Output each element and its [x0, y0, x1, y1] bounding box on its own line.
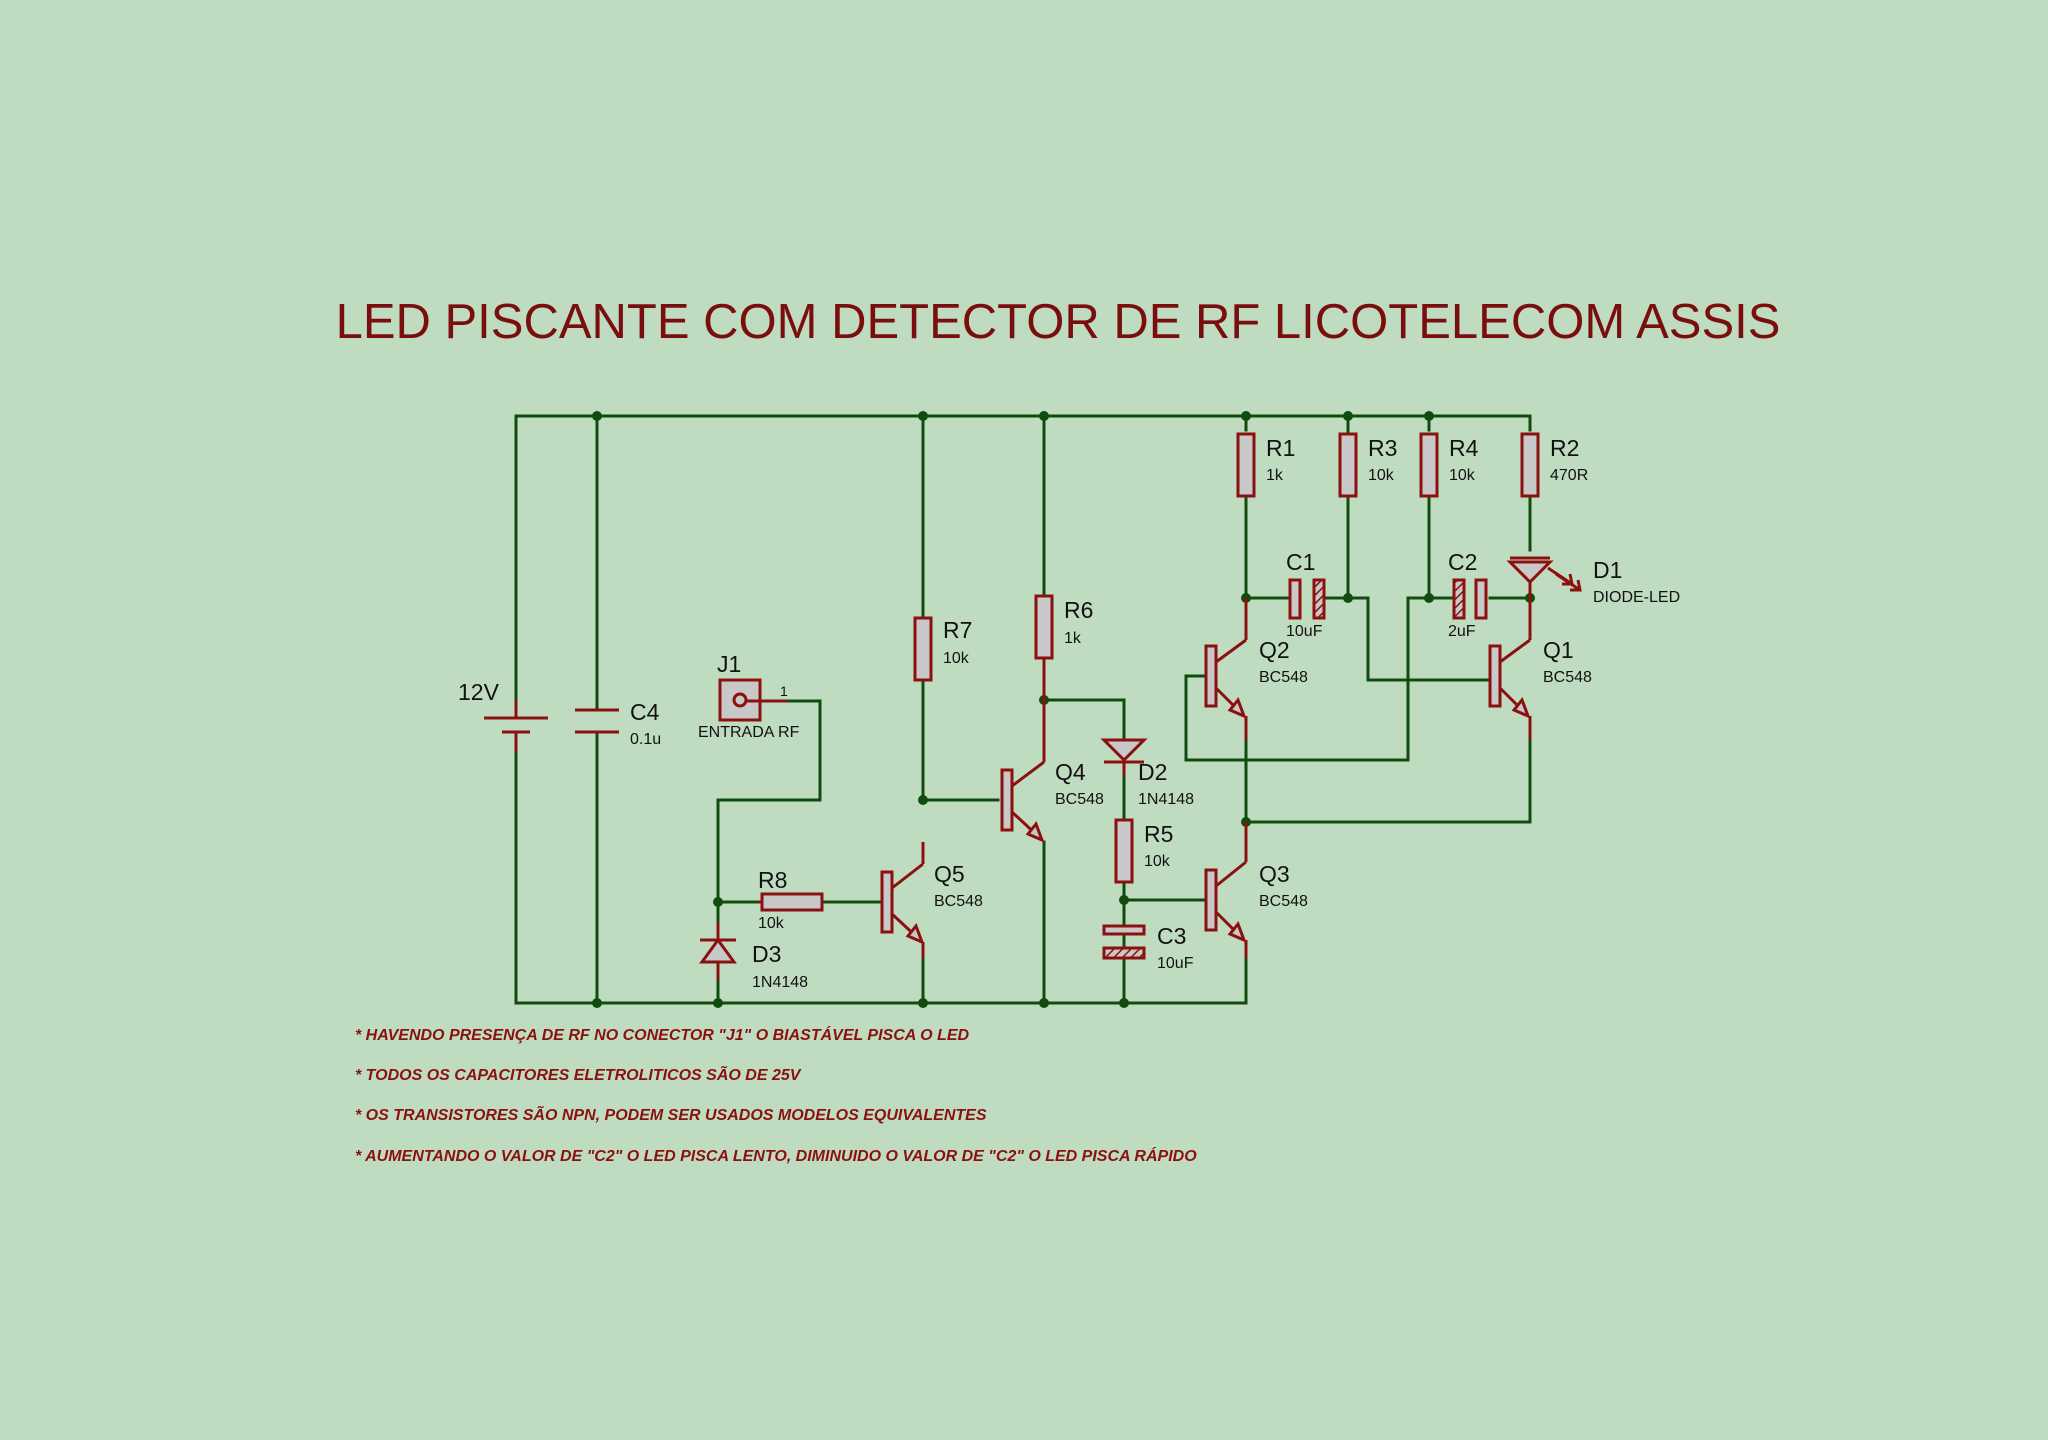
transistor-q2: Q2 BC548 [1184, 598, 1308, 740]
r5-ref: R5 [1144, 821, 1173, 847]
c4-value: 0.1u [630, 731, 661, 748]
c1-value: 10uF [1286, 623, 1323, 640]
d2-ref: D2 [1138, 759, 1167, 785]
resistor-r1: R1 1k [1236, 432, 1295, 498]
notes: * HAVENDO PRESENÇA DE RF NO CONECTOR "J1… [355, 1025, 1197, 1165]
battery-12v: 12V [458, 679, 548, 752]
q4-value: BC548 [1055, 791, 1104, 808]
note-4: * AUMENTANDO O VALOR DE "C2" O LED PISCA… [355, 1146, 1197, 1165]
q5-ref: Q5 [934, 861, 965, 887]
note-1: * HAVENDO PRESENÇA DE RF NO CONECTOR "J1… [355, 1025, 970, 1044]
q2-value: BC548 [1259, 669, 1308, 686]
capacitor-c1: C1 10uF [1286, 549, 1326, 640]
battery-ref: 12V [458, 679, 500, 705]
d1-value: DIODE-LED [1593, 589, 1680, 606]
c1-ref: C1 [1286, 549, 1315, 575]
diode-d3: D3 1N4148 [699, 922, 808, 991]
resistor-r8: R8 10k [758, 867, 824, 932]
r6-value: 1k [1064, 630, 1082, 647]
c4-ref: C4 [630, 699, 660, 725]
r5-value: 10k [1144, 853, 1171, 870]
schematic-title: LED PISCANTE COM DETECTOR DE RF LICOTELE… [336, 295, 1781, 349]
r4-value: 10k [1449, 467, 1476, 484]
wires [514, 414, 1532, 1005]
r4-ref: R4 [1449, 435, 1479, 461]
r8-ref: R8 [758, 867, 787, 893]
diode-d2: D2 1N4148 [1100, 738, 1194, 808]
q5-value: BC548 [934, 893, 983, 910]
q3-ref: Q3 [1259, 861, 1290, 887]
r6-ref: R6 [1064, 597, 1093, 623]
resistor-r6: R6 1k [1034, 594, 1093, 700]
resistor-r5: R5 10k [1114, 818, 1173, 884]
d3-value: 1N4148 [752, 974, 808, 991]
note-2: * TODOS OS CAPACITORES ELETROLITICOS SÃO… [355, 1064, 802, 1084]
r1-ref: R1 [1266, 435, 1295, 461]
transistor-q5: Q5 BC548 [880, 842, 983, 958]
r8-value: 10k [758, 915, 785, 932]
d2-value: 1N4148 [1138, 791, 1194, 808]
transistor-q4: Q4 BC548 [1000, 700, 1104, 843]
note-3: * OS TRANSISTORES SÃO NPN, PODEM SER USA… [355, 1104, 987, 1124]
c3-value: 10uF [1157, 955, 1194, 972]
d1-ref: D1 [1593, 557, 1622, 583]
r3-ref: R3 [1368, 435, 1397, 461]
r7-value: 10k [943, 650, 970, 667]
c3-ref: C3 [1157, 923, 1186, 949]
j1-value: ENTRADA RF [698, 724, 800, 741]
r1-value: 1k [1266, 467, 1284, 484]
transistor-q3: Q3 BC548 [1203, 822, 1308, 958]
capacitor-c3: C3 10uF [1102, 923, 1194, 972]
q3-value: BC548 [1259, 893, 1308, 910]
capacitor-c4: C4 0.1u [575, 699, 661, 748]
capacitor-c2: C2 2uF [1448, 549, 1488, 640]
r2-value: 470R [1550, 467, 1588, 484]
q4-ref: Q4 [1055, 759, 1086, 785]
resistor-r7: R7 10k [913, 616, 972, 682]
r7-ref: R7 [943, 617, 972, 643]
q1-ref: Q1 [1543, 637, 1574, 663]
j1-ref: J1 [717, 651, 741, 677]
d3-ref: D3 [752, 941, 781, 967]
resistor-r4: R4 10k [1419, 432, 1479, 498]
transistor-q1: Q1 BC548 [1488, 598, 1592, 740]
j1-pin: 1 [780, 683, 788, 699]
led-d1: D1 DIODE-LED [1506, 556, 1680, 606]
q1-value: BC548 [1543, 669, 1592, 686]
r2-ref: R2 [1550, 435, 1579, 461]
resistor-r2: R2 470R [1520, 432, 1588, 498]
r3-value: 10k [1368, 467, 1395, 484]
q2-ref: Q2 [1259, 637, 1290, 663]
c2-value: 2uF [1448, 623, 1476, 640]
resistor-r3: R3 10k [1338, 432, 1397, 498]
c2-ref: C2 [1448, 549, 1477, 575]
connector-j1: J1 1 ENTRADA RF [698, 651, 800, 741]
junctions [592, 411, 1535, 1008]
